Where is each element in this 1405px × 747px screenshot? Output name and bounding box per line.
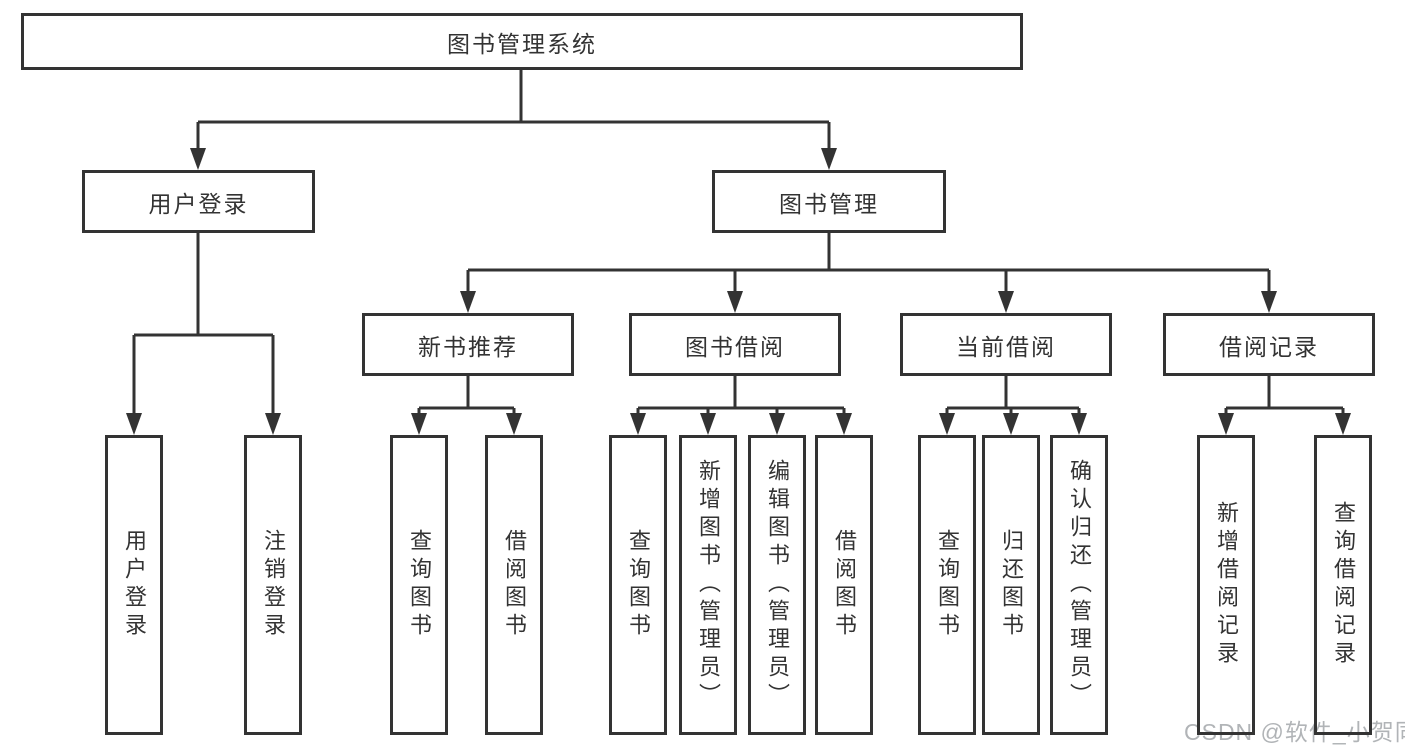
node-root-system: 图书管理系统: [21, 13, 1023, 70]
leaf-edit-book-admin-label: 编辑图书（管理员）: [765, 459, 790, 711]
leaf-add-book-admin-label: 新增图书（管理员）: [696, 459, 721, 711]
node-borrow-records: 借阅记录: [1163, 313, 1375, 376]
node-new-book-recommend: 新书推荐: [362, 313, 574, 376]
node-new-book-recommend-label: 新书推荐: [418, 333, 518, 360]
node-user-login-label: 用户登录: [148, 190, 249, 217]
leaf-borrow-book-label: 借阅图书: [832, 529, 857, 641]
node-book-management: 图书管理: [712, 170, 946, 233]
leaf-query-borrow-record-label: 查询借阅记录: [1331, 501, 1356, 669]
leaf-return-book-label: 归还图书: [999, 529, 1024, 641]
leaf-query-book-current: 查询图书: [918, 435, 976, 735]
node-current-borrow-label: 当前借阅: [956, 333, 1056, 360]
node-book-management-label: 图书管理: [779, 190, 879, 217]
leaf-logout-label: 注销登录: [261, 529, 286, 641]
leaf-user-login: 用户登录: [105, 435, 163, 735]
leaf-query-borrow-record: 查询借阅记录: [1314, 435, 1372, 735]
leaf-add-borrow-record-label: 新增借阅记录: [1214, 501, 1239, 669]
leaf-add-borrow-record: 新增借阅记录: [1197, 435, 1255, 735]
leaf-borrow-book-recommend: 借阅图书: [485, 435, 543, 735]
leaf-logout: 注销登录: [244, 435, 302, 735]
leaf-add-book-admin: 新增图书（管理员）: [679, 435, 737, 735]
leaf-borrow-book: 借阅图书: [815, 435, 873, 735]
leaf-return-book: 归还图书: [982, 435, 1040, 735]
leaf-query-book-borrow: 查询图书: [609, 435, 667, 735]
leaf-user-login-label: 用户登录: [122, 529, 147, 641]
leaf-query-book-recommend-label: 查询图书: [407, 529, 432, 641]
node-current-borrow: 当前借阅: [900, 313, 1112, 376]
leaf-query-book-current-label: 查询图书: [935, 529, 960, 641]
leaf-edit-book-admin: 编辑图书（管理员）: [748, 435, 806, 735]
node-borrow-records-label: 借阅记录: [1219, 333, 1319, 360]
csdn-watermark: CSDN @软件_小贺同学: [1184, 719, 1405, 745]
leaf-confirm-return-admin: 确认归还（管理员）: [1050, 435, 1108, 735]
leaf-confirm-return-admin-label: 确认归还（管理员）: [1067, 459, 1092, 711]
node-book-borrow: 图书借阅: [629, 313, 841, 376]
node-user-login: 用户登录: [82, 170, 315, 233]
node-book-borrow-label: 图书借阅: [685, 333, 785, 360]
leaf-query-book-borrow-label: 查询图书: [626, 529, 651, 641]
leaf-query-book-recommend: 查询图书: [390, 435, 448, 735]
node-root-label: 图书管理系统: [447, 30, 597, 57]
leaf-borrow-book-recommend-label: 借阅图书: [502, 529, 527, 641]
